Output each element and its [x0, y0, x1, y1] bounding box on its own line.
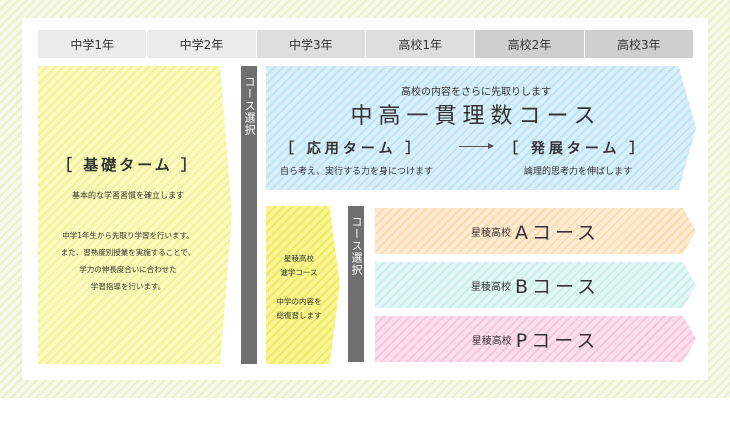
description-line: 中学1年生から先取り学習を行います。: [62, 231, 194, 240]
course-p-block: 星稜高校 Pコース: [375, 316, 696, 362]
grade-header: 中学1年 中学2年 中学3年 高校1年 高校2年 高校3年: [38, 30, 693, 58]
course-selection-label: コース選択: [350, 216, 363, 276]
prep-course-description: 中学の内容を 総復習します: [266, 295, 332, 323]
course-school-label: 星稜高校: [470, 281, 511, 293]
prep-course-name-line: 進学コース: [280, 268, 318, 277]
course-selection-label: コース選択: [243, 76, 256, 136]
grade-label: 高校2年: [475, 30, 585, 58]
basic-term-subtitle: 基本的な学習習慣を確立します: [72, 191, 184, 200]
applied-term-title: ［ 応用ターム ］: [280, 141, 424, 157]
course-selection-bar: コース選択: [348, 206, 364, 362]
grade-label: 高校1年: [365, 30, 476, 58]
advanced-term-title: ［ 発展ターム ］: [504, 141, 648, 157]
course-school-label: 星稜高校: [470, 227, 511, 239]
course-selection-bar: コース選択: [241, 66, 257, 364]
course-name: Aコース: [514, 221, 601, 244]
applied-term-description: 自ら考え、実行する力を身につけます: [280, 167, 434, 177]
basic-term-title: ［ 基礎ターム ］: [57, 156, 199, 174]
grade-label: 中学3年: [256, 30, 366, 58]
integrated-course-title: 中高一貫理数コース: [350, 104, 602, 129]
description-line: 学習指導を行います。: [90, 282, 166, 291]
prep-course-name: 星稜高校 進学コース: [266, 252, 332, 280]
integrated-science-course-block: 高校の内容をさらに先取りします 中高一貫理数コース ［ 応用ターム ］ ［ 発展…: [266, 66, 696, 190]
course-b-block: 星稜高校 Bコース: [375, 262, 696, 308]
grade-label: 中学1年: [38, 30, 148, 58]
course-a-block: 星稜高校 Aコース: [375, 208, 696, 254]
grade-label: 高校3年: [584, 30, 693, 58]
description-line: 学力の伸長度合いに合わせた: [79, 265, 177, 274]
basic-term-description: 中学1年生から先取り学習を行います。 また、習熟度別授業を実施することで、 学力…: [38, 227, 218, 295]
course-school-label: 星稜高校: [471, 335, 512, 347]
course-name: Bコース: [514, 275, 601, 298]
course-name: Pコース: [515, 329, 600, 352]
prep-course-desc-line: 中学の内容を: [276, 297, 322, 306]
grade-label: 中学2年: [147, 30, 257, 58]
prep-course-name-line: 星稜高校: [284, 254, 314, 263]
prep-course-block: 星稜高校 進学コース 中学の内容を 総復習します: [266, 206, 340, 364]
basic-term-block: ［ 基礎ターム ］ 基本的な学習習慣を確立します 中学1年生から先取り学習を行い…: [38, 66, 232, 364]
integrated-course-lead: 高校の内容をさらに先取りします: [401, 87, 551, 98]
prep-course-desc-line: 総復習します: [276, 311, 322, 320]
description-line: また、習熟度別授業を実施することで、: [60, 248, 196, 257]
arrow-icon: [459, 143, 494, 149]
advanced-term-description: 論理的思考力を伸ばします: [524, 167, 633, 177]
